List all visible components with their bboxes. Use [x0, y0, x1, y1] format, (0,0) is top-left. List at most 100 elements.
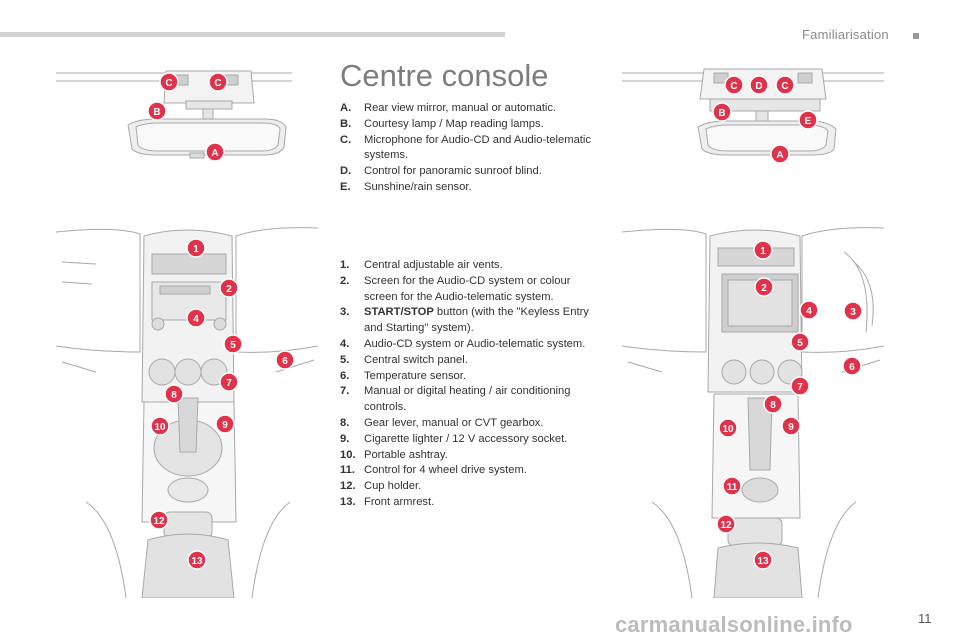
mirror-callouts-left: C C B A: [147, 72, 228, 162]
legend-text: Courtesy lamp / Map reading lamps.: [364, 117, 544, 130]
legend-text: Central adjustable air vents.: [364, 259, 503, 271]
callout-marker: 11: [722, 476, 742, 496]
legend-key: 2.: [340, 274, 350, 287]
callout-marker: 12: [149, 510, 169, 530]
console-callouts-left: 1 2 4 5 6 7 8 9 10 12 13: [149, 238, 295, 570]
console-callouts-right: 1 2 4 3 5 6 7 8 9 10 11 12 13: [716, 240, 863, 570]
legend-text: Rear view mirror, manual or automatic.: [364, 102, 557, 114]
legend-key: A.: [340, 102, 352, 114]
svg-text:1: 1: [760, 246, 766, 257]
callout-marker: A: [205, 142, 225, 162]
callout-marker: B: [712, 102, 732, 122]
legend-item: 2.Screen for the Audio-CD system or colo…: [340, 274, 606, 306]
svg-text:9: 9: [788, 422, 794, 433]
callout-marker: 1: [186, 238, 206, 258]
legend-key: 1.: [340, 259, 350, 271]
legend-item: 5. Central switch panel.: [340, 353, 606, 369]
svg-text:C: C: [214, 78, 221, 89]
legend-text: Control for 4 wheel drive system.: [364, 464, 527, 477]
legend-key: 9.: [340, 432, 350, 445]
legend-item: B.Courtesy lamp / Map reading lamps.: [340, 117, 606, 133]
mirror-illustration-left: [56, 70, 292, 159]
legend-key: 5.: [340, 353, 350, 366]
callout-marker: 6: [842, 356, 862, 376]
svg-text:2: 2: [761, 283, 767, 294]
page-title: Centre console: [340, 58, 549, 93]
legend-key: 12.: [340, 480, 356, 493]
callout-marker: D: [749, 75, 769, 95]
svg-text:A: A: [776, 150, 783, 161]
legend-text: Temperature sensor.: [364, 369, 466, 382]
svg-text:7: 7: [226, 378, 232, 389]
legend-key: C.: [340, 133, 352, 146]
legend-item: 13.Front armrest.: [340, 495, 606, 511]
callout-marker: 10: [718, 418, 738, 438]
svg-text:B: B: [153, 107, 160, 118]
svg-text:A: A: [211, 148, 218, 159]
svg-text:7: 7: [797, 382, 803, 393]
header-bar: [0, 32, 505, 37]
section-marker: [913, 33, 919, 39]
legend-key: 3.: [340, 306, 350, 319]
legend-text: Cup holder.: [364, 480, 422, 493]
svg-text:6: 6: [282, 356, 288, 367]
legend-item: 4.Audio-CD system or Audio-telematic sys…: [340, 337, 606, 353]
callout-marker: 6: [275, 350, 295, 370]
svg-text:C: C: [730, 81, 737, 92]
svg-text:6: 6: [849, 362, 855, 373]
callout-marker: 9: [781, 416, 801, 436]
callout-marker: 10: [150, 416, 170, 436]
legend-bold-text: START/STOP: [364, 306, 434, 319]
legend-item: 12. Cup holder.: [340, 479, 606, 495]
svg-text:C: C: [165, 78, 172, 89]
callout-marker: 5: [223, 334, 243, 354]
callout-marker: 4: [186, 308, 206, 328]
legend-mirror: A. Rear view mirror, manual or automatic.…: [340, 101, 606, 196]
svg-text:12: 12: [153, 516, 165, 527]
callout-marker: B: [147, 101, 167, 121]
svg-text:13: 13: [191, 556, 203, 567]
legend-item: 6.Temperature sensor.: [340, 369, 606, 385]
legend-text: Manual or digital heating / air conditio…: [364, 385, 571, 414]
legend-text: Microphone for Audio-CD and Audio-telema…: [364, 133, 591, 162]
page-number: 11: [918, 611, 932, 626]
svg-text:4: 4: [806, 306, 812, 317]
svg-text:B: B: [718, 108, 725, 119]
callout-marker: 9: [215, 414, 235, 434]
section-label: Familiarisation: [802, 27, 889, 42]
legend-item: D. Control for panoramic sunroof blind.: [340, 164, 606, 180]
legend-item: 8. Gear lever, manual or CVT gearbox.: [340, 416, 606, 432]
legend-text: Gear lever, manual or CVT gearbox.: [364, 416, 544, 429]
callout-marker: 7: [219, 372, 239, 392]
callout-marker: 2: [219, 278, 239, 298]
legend-key: D.: [340, 165, 352, 178]
svg-text:C: C: [781, 81, 788, 92]
callout-marker: C: [724, 75, 744, 95]
legend-text: Central switch panel.: [364, 353, 468, 366]
mirror-callouts-right: C D C B E A: [712, 75, 818, 164]
legend-item: A. Rear view mirror, manual or automatic.: [340, 101, 606, 117]
svg-text:12: 12: [720, 520, 732, 531]
callout-marker: C: [208, 72, 228, 92]
legend-item: 3. START/STOP button (with the "Keyless E…: [340, 305, 606, 337]
callout-marker: 8: [164, 384, 184, 404]
legend-text: Front armrest.: [364, 495, 435, 508]
svg-text:11: 11: [727, 482, 738, 493]
callout-marker: 2: [754, 277, 774, 297]
legend-console: 1. Central adjustable air vents. 2.Screen…: [340, 258, 606, 511]
callout-marker: 1: [753, 240, 773, 260]
legend-item: E.Sunshine/rain sensor.: [340, 180, 606, 196]
svg-text:3: 3: [850, 307, 856, 318]
legend-text: Sunshine/rain sensor.: [364, 180, 472, 193]
legend-key: 8.: [340, 416, 350, 429]
svg-text:8: 8: [171, 390, 177, 401]
svg-text:2: 2: [226, 284, 232, 295]
legend-key: 10.: [340, 448, 356, 461]
callout-marker: E: [798, 110, 818, 130]
legend-text: Portable ashtray.: [364, 448, 448, 461]
svg-text:10: 10: [722, 424, 734, 435]
legend-text: Control for panoramic sunroof blind.: [364, 165, 542, 178]
legend-text: button (with the "Keyless Entry and Star…: [364, 306, 589, 335]
legend-text: Audio-CD system or Audio-telematic syste…: [364, 337, 586, 350]
legend-text: Cigarette lighter / 12 V accessory socke…: [364, 432, 568, 445]
